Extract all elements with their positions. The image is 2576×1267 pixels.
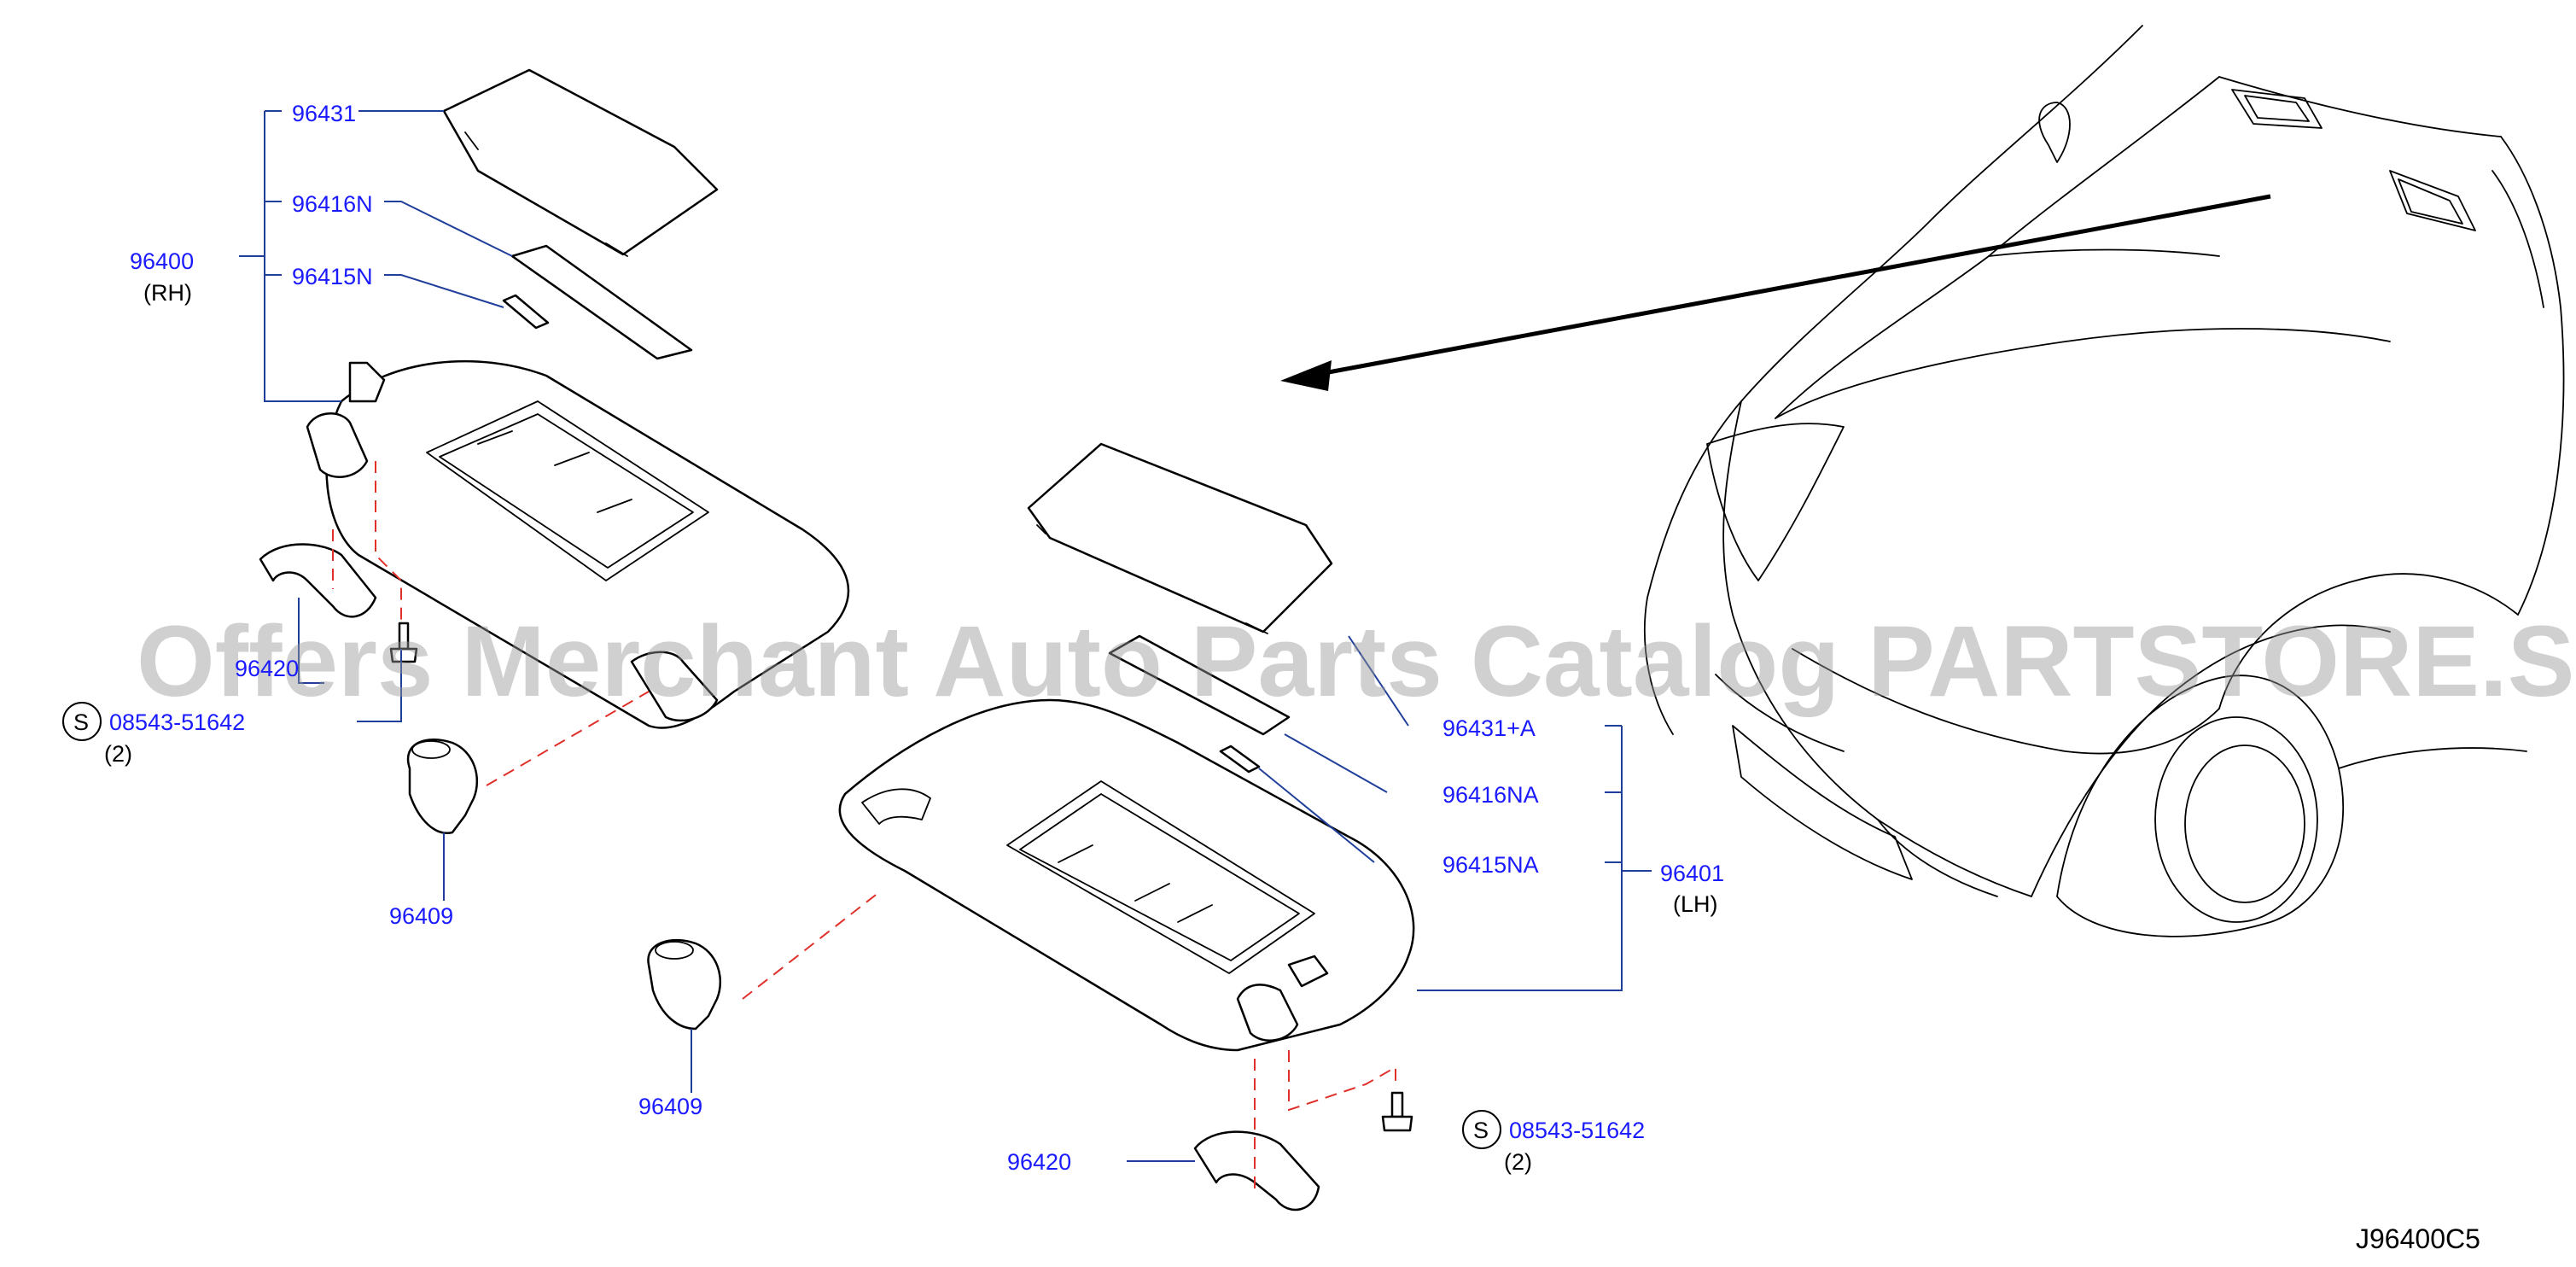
lh-visor-body-96401 <box>838 698 1415 1052</box>
diagram-code: J96400C5 <box>2356 1223 2480 1254</box>
lh-leader-lines <box>691 635 1652 1162</box>
vehicle-outline <box>1643 25 2565 937</box>
lh-visor-clip-96409 <box>647 939 721 1031</box>
part-label-96409-lh[interactable]: 96409 <box>638 1094 702 1119</box>
rh-leader-lines <box>239 110 513 901</box>
part-label-96415NA[interactable]: 96415NA <box>1442 852 1539 878</box>
part-label-96431A[interactable]: 96431+A <box>1442 715 1536 741</box>
rh-visor-lamp-96415N <box>502 294 550 330</box>
part-label-96416N[interactable]: 96416N <box>292 191 373 217</box>
part-label-96420-lh[interactable]: 96420 <box>1007 1149 1071 1175</box>
side-label-lh: (LH) <box>1673 891 1718 917</box>
part-label-96409-rh[interactable]: 96409 <box>389 903 453 929</box>
rh-screw-symbol-letter: S <box>73 709 89 735</box>
location-arrow <box>1280 194 2271 391</box>
lh-visor-dashed-guides <box>742 891 1396 1195</box>
lh-screw-symbol: S <box>1462 1110 1501 1149</box>
rh-visor-clip-96409 <box>406 739 478 835</box>
lh-visor-holder-96420 <box>1193 1130 1320 1212</box>
rh-visor-screw <box>389 622 418 663</box>
qty-label-rh: (2) <box>104 741 132 767</box>
rh-visor-mirror-96416N <box>510 244 693 360</box>
part-label-96416NA[interactable]: 96416NA <box>1442 782 1539 808</box>
rh-screw-symbol: S <box>62 702 102 741</box>
part-label-96420-rh[interactable]: 96420 <box>235 656 299 681</box>
part-label-08543-51642-rh[interactable]: 08543-51642 <box>109 709 245 735</box>
rh-visor-mirror-cover-96431 <box>442 68 719 257</box>
rh-visor-dashed-guides <box>332 461 650 786</box>
watermark: Offers Merchant Auto Parts Catalog PARTS… <box>137 605 2576 718</box>
rh-visor-holder-96420 <box>259 543 377 618</box>
lh-visor-mirror-96416NA <box>1108 634 1291 736</box>
part-label-96400[interactable]: 96400 <box>130 248 194 274</box>
lh-screw-symbol-letter: S <box>1473 1118 1489 1143</box>
rh-visor-body-96400 <box>306 359 850 729</box>
part-label-96415N[interactable]: 96415N <box>292 264 373 289</box>
qty-label-lh: (2) <box>1504 1149 1532 1175</box>
lh-visor-lamp-96415NA <box>1219 744 1261 774</box>
lh-visor-screw <box>1381 1091 1413 1132</box>
lh-visor-mirror-cover-96431A <box>1027 442 1333 634</box>
part-label-08543-51642-lh[interactable]: 08543-51642 <box>1509 1118 1645 1143</box>
part-label-96401[interactable]: 96401 <box>1660 861 1724 886</box>
part-label-96431[interactable]: 96431 <box>292 101 356 126</box>
side-label-rh: (RH) <box>143 280 192 306</box>
